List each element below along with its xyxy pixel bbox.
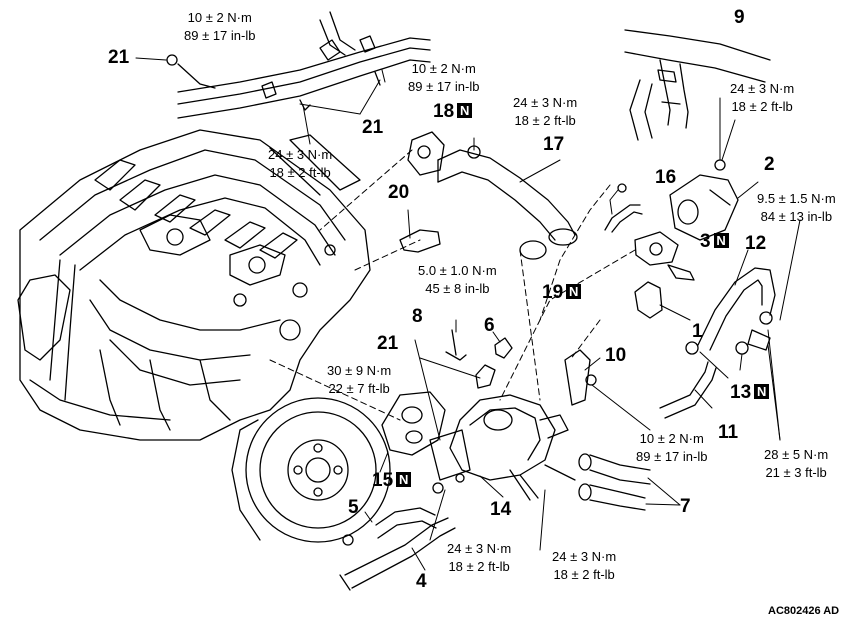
torque-spec-7: 5.0 ± 1.0 N·m 45 ± 8 in-lb xyxy=(418,262,497,298)
callout-16: 16 xyxy=(655,167,677,188)
callout-14: 14 xyxy=(490,499,512,520)
sensor-22-drawing xyxy=(475,364,496,389)
torque-metric: 10 ± 2 N·m xyxy=(639,431,704,446)
figure-code: AC802426 AD xyxy=(768,605,840,617)
water-pipe-17-drawing xyxy=(437,145,578,246)
thermostat-1-drawing xyxy=(634,281,663,319)
callout-20: 20 xyxy=(388,182,410,203)
callout-1: 1 xyxy=(692,321,703,342)
torque-spec-4: 24 ± 3 N·m 18 ± 2 ft-lb xyxy=(513,94,577,130)
torque-metric: 30 ± 9 N·m xyxy=(327,363,392,378)
hose-16-drawing xyxy=(604,204,643,233)
torque-metric: 5.0 ± 1.0 N·m xyxy=(418,263,497,278)
torque-spec-6: 9.5 ± 1.5 N·m 84 ± 13 in-lb xyxy=(757,190,836,226)
torque-spec-10: 28 ± 5 N·m 21 ± 3 ft-lb xyxy=(764,446,828,482)
torque-imperial: 21 ± 3 ft-lb xyxy=(765,465,827,480)
callout-19-number: 19 xyxy=(542,282,564,303)
bracket-10-drawing xyxy=(564,349,591,406)
torque-metric: 9.5 ± 1.5 N·m xyxy=(757,191,836,206)
callout-12: 12 xyxy=(745,233,767,254)
torque-metric: 24 ± 3 N·m xyxy=(730,81,795,96)
callout-3-number: 3 xyxy=(700,231,711,252)
hose-11-drawing xyxy=(659,361,717,419)
torque-spec-2: 10 ± 2 N·m 89 ± 17 in-lb xyxy=(408,60,479,96)
callout-9: 9 xyxy=(734,7,745,28)
torque-imperial: 18 ± 2 ft-lb xyxy=(731,99,793,114)
new-part-badge: N xyxy=(396,472,412,487)
new-part-badge: N xyxy=(566,284,582,299)
torque-imperial: 84 ± 13 in-lb xyxy=(760,209,833,224)
heater-pipe-drawing xyxy=(166,11,431,119)
torque-imperial: 22 ± 7 ft-lb xyxy=(328,381,390,396)
hose-5-drawing xyxy=(375,507,437,539)
torque-imperial: 18 ± 2 ft-lb xyxy=(448,559,510,574)
callout-4: 4 xyxy=(416,571,427,592)
torque-imperial: 89 ± 17 in-lb xyxy=(636,449,708,464)
torque-spec-8: 30 ± 9 N·m 22 ± 7 ft-lb xyxy=(327,362,391,398)
gasket-13b-drawing xyxy=(735,341,749,355)
callout-5: 5 xyxy=(348,497,359,518)
new-part-badge: N xyxy=(754,384,770,399)
callout-17: 17 xyxy=(543,134,565,155)
torque-metric: 10 ± 2 N·m xyxy=(411,61,476,76)
new-part-badge: N xyxy=(713,233,729,248)
callout-8: 8 xyxy=(412,306,423,327)
callout-7: 7 xyxy=(680,496,691,517)
torque-spec-5: 24 ± 3 N·m 18 ± 2 ft-lb xyxy=(730,80,794,116)
gasket-15-drawing xyxy=(381,391,446,456)
crank-pulley-drawing xyxy=(231,397,391,543)
gasket-3-drawing xyxy=(634,231,679,266)
callout-10: 10 xyxy=(605,345,627,366)
gasket-18-drawing xyxy=(407,131,445,176)
thermostat-housing-2-drawing xyxy=(669,159,739,241)
torque-metric: 24 ± 3 N·m xyxy=(447,541,512,556)
torque-imperial: 89 ± 17 in-lb xyxy=(408,79,480,94)
water-outlet-fitting-14-drawing xyxy=(429,394,576,501)
gasket-13a-drawing xyxy=(685,341,699,355)
engine-block-drawing xyxy=(17,129,371,441)
hose-4-drawing xyxy=(344,517,456,589)
torque-imperial: 18 ± 2 ft-lb xyxy=(553,567,615,582)
torque-spec-3: 24 ± 3 N·m 18 ± 2 ft-lb xyxy=(268,146,332,182)
callout-15-number: 15 xyxy=(372,470,394,491)
bolt-8-drawing xyxy=(445,329,467,361)
torque-imperial: 89 ± 17 in-lb xyxy=(184,28,256,43)
callout-13-number: 13 xyxy=(730,382,752,403)
torque-metric: 28 ± 5 N·m xyxy=(764,447,829,462)
new-part-badge: N xyxy=(457,103,473,118)
callout-22: 21 xyxy=(377,333,399,354)
o-ring-19-drawing xyxy=(519,240,547,260)
torque-spec-1: 10 ± 2 N·m 89 ± 17 in-lb xyxy=(184,9,255,45)
connector-6-drawing xyxy=(494,337,513,359)
torque-metric: 24 ± 3 N·m xyxy=(552,549,617,564)
callout-11: 11 xyxy=(718,422,739,443)
torque-spec-12: 24 ± 3 N·m 18 ± 2 ft-lb xyxy=(552,548,616,584)
torque-spec-9: 10 ± 2 N·m 89 ± 17 in-lb xyxy=(636,430,707,466)
torque-imperial: 45 ± 8 in-lb xyxy=(425,281,490,296)
sensor-20-drawing xyxy=(399,229,441,253)
torque-imperial: 18 ± 2 ft-lb xyxy=(269,165,331,180)
torque-metric: 24 ± 3 N·m xyxy=(513,95,578,110)
torque-imperial: 18 ± 2 ft-lb xyxy=(514,113,576,128)
torque-spec-11: 24 ± 3 N·m 18 ± 2 ft-lb xyxy=(447,540,511,576)
upper-hose-9-drawing xyxy=(624,29,771,141)
hoses-7-drawing xyxy=(578,453,651,511)
callout-6: 6 xyxy=(484,315,495,336)
callout-18-number: 18 xyxy=(433,101,455,122)
callout-21-bottom: 21 xyxy=(362,117,384,138)
callout-2: 2 xyxy=(764,154,775,175)
torque-metric: 10 ± 2 N·m xyxy=(187,10,252,25)
water-pipe-12-drawing xyxy=(697,267,776,351)
torque-metric: 24 ± 3 N·m xyxy=(268,147,333,162)
callout-21-top: 21 xyxy=(108,47,130,68)
